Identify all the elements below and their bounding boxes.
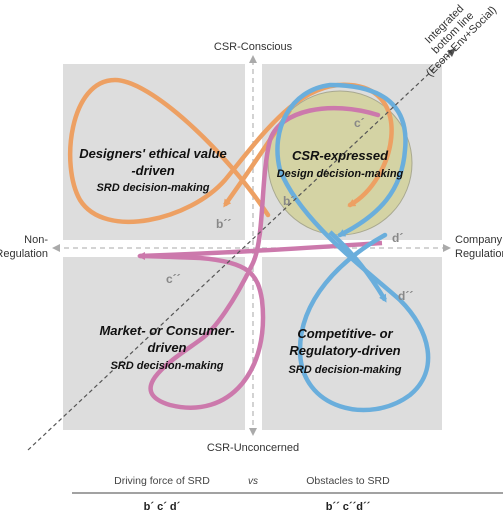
marker-b-prime: b´ — [283, 194, 294, 208]
bottom-right-title-1: Competitive- or — [297, 326, 393, 341]
marker-d-prime: d´ — [392, 231, 403, 245]
top-right-sub: Design decision-making — [277, 168, 404, 180]
bottom-left-sub: SRD decision-making — [110, 360, 223, 372]
top-left-sub: SRD decision-making — [96, 182, 209, 194]
axis-arrow-down — [249, 428, 257, 436]
blue-loop — [275, 82, 431, 413]
integrated-bottom-line-axis — [27, 51, 453, 451]
axis-label-left-2: Regulation — [0, 248, 48, 260]
axis-arrow-left — [52, 244, 60, 252]
marker-d-double-prime: d´´ — [398, 289, 413, 303]
quadrant-bottom-right-bg — [262, 257, 442, 430]
axis-arrow-up — [249, 55, 257, 63]
table-left-header: Driving force of SRD — [114, 475, 210, 487]
table-right-header: Obstacles to SRD — [306, 475, 390, 487]
top-left-title-1: Designers' ethical value — [79, 146, 227, 161]
axis-label-top: CSR-Conscious — [214, 41, 293, 53]
marker-c-prime: c´ — [354, 116, 365, 130]
bottom-right-sub: SRD decision-making — [288, 364, 401, 376]
axis-arrow-right — [443, 244, 451, 252]
bottom-left-title-2: driven — [147, 340, 186, 355]
top-left-title-2: -driven — [131, 163, 174, 178]
table-right-value: b´´ c´´d´´ — [326, 501, 371, 513]
bottom-right-title-2: Regulatory-driven — [289, 343, 400, 358]
axis-label-right-1: Company — [455, 234, 503, 246]
table-vs: vs — [248, 476, 258, 487]
axis-label-left-1: Non- — [24, 234, 48, 246]
marker-b-double-prime: b´´ — [216, 217, 231, 231]
axis-label-right-2: Regulation — [455, 248, 503, 260]
axis-label-bottom: CSR-Unconcerned — [207, 442, 299, 454]
pink-loop — [137, 105, 381, 410]
blue-branch — [328, 230, 387, 303]
top-right-title: CSR-expressed — [292, 148, 389, 163]
diagonal-arrow-head — [447, 48, 456, 57]
table-left-value: b´ c´ d´ — [144, 501, 181, 513]
bottom-left-title-1: Market- or Consumer- — [99, 323, 234, 338]
marker-c-double-prime: c´´ — [166, 272, 181, 286]
pink-connector — [139, 240, 383, 259]
